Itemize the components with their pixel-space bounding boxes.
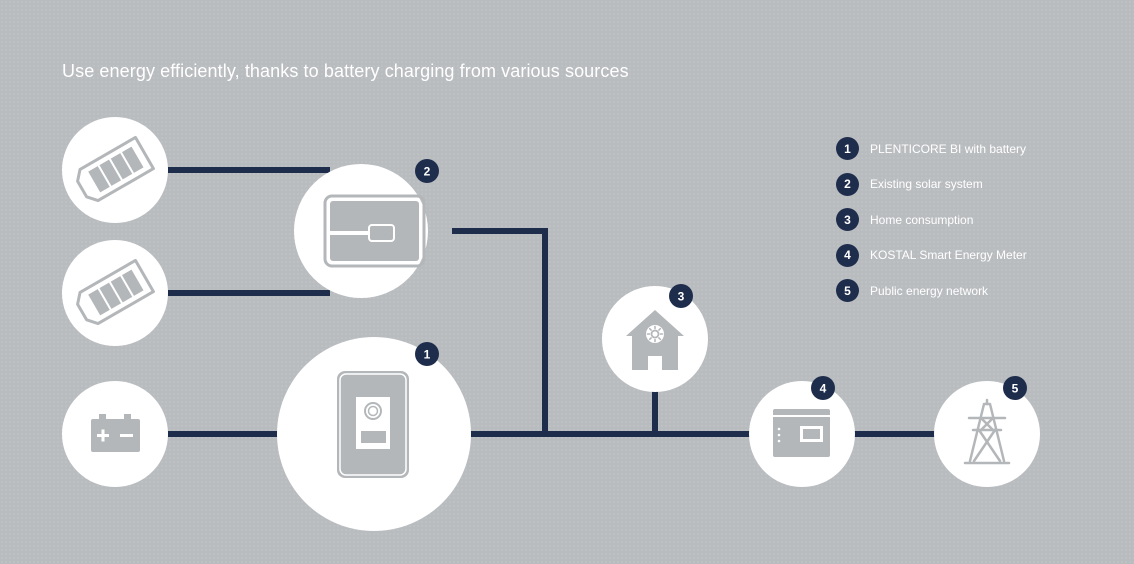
legend-badge: 3 bbox=[836, 208, 859, 231]
solar-panel-node-bottom bbox=[62, 240, 168, 346]
legend-label: Home consumption bbox=[870, 212, 974, 227]
energy-meter-node: 4 bbox=[749, 376, 855, 487]
solar-inverter-icon bbox=[323, 194, 426, 268]
badge-3: 3 bbox=[669, 284, 693, 308]
battery-icon bbox=[91, 414, 140, 452]
energy-meter-icon bbox=[773, 409, 830, 457]
line-solar-inverter-to-bus bbox=[452, 228, 548, 434]
badge-2-number: 2 bbox=[424, 165, 431, 179]
solar-panel-node-top bbox=[62, 117, 168, 223]
badge-4: 4 bbox=[811, 376, 835, 400]
legend: 1 PLENTICORE BI with battery 2 Existing … bbox=[836, 137, 1027, 315]
legend-label: PLENTICORE BI with battery bbox=[870, 141, 1027, 156]
solar-inverter-node: 2 bbox=[294, 159, 439, 298]
legend-label: KOSTAL Smart Energy Meter bbox=[870, 248, 1027, 262]
power-tower-icon bbox=[963, 398, 1011, 465]
legend-badge: 4 bbox=[836, 243, 859, 267]
battery-node bbox=[62, 381, 168, 487]
legend-item: 1 PLENTICORE BI with battery bbox=[836, 137, 1027, 160]
inverter-node: 1 bbox=[277, 337, 471, 531]
legend-badge: 5 bbox=[836, 279, 859, 302]
legend-item: 4 KOSTAL Smart Energy Meter bbox=[836, 243, 1027, 267]
legend-label: Existing solar system bbox=[870, 177, 983, 191]
house-icon bbox=[626, 310, 684, 370]
badge-2: 2 bbox=[415, 159, 439, 183]
legend-item: 3 Home consumption bbox=[836, 208, 1027, 231]
legend-badge: 1 bbox=[836, 137, 859, 160]
badge-5-number: 5 bbox=[1012, 382, 1019, 396]
solar-panel-icon bbox=[76, 258, 155, 326]
legend-badge: 2 bbox=[836, 172, 859, 196]
badge-1: 1 bbox=[415, 342, 439, 366]
badge-3-number: 3 bbox=[678, 290, 685, 304]
legend-label: Public energy network bbox=[870, 283, 989, 298]
house-node: 3 bbox=[602, 284, 708, 392]
power-grid-node: 5 bbox=[934, 376, 1040, 487]
solar-panel-icon bbox=[76, 135, 155, 203]
badge-4-number: 4 bbox=[820, 382, 827, 396]
badge-5: 5 bbox=[1003, 376, 1027, 400]
legend-item: 2 Existing solar system bbox=[836, 172, 1027, 196]
legend-item: 5 Public energy network bbox=[836, 279, 1027, 302]
badge-1-number: 1 bbox=[424, 348, 431, 362]
diagram-title: Use energy efficiently, thanks to batter… bbox=[62, 61, 629, 81]
connection-lines bbox=[168, 167, 936, 437]
inverter-icon bbox=[337, 371, 409, 478]
